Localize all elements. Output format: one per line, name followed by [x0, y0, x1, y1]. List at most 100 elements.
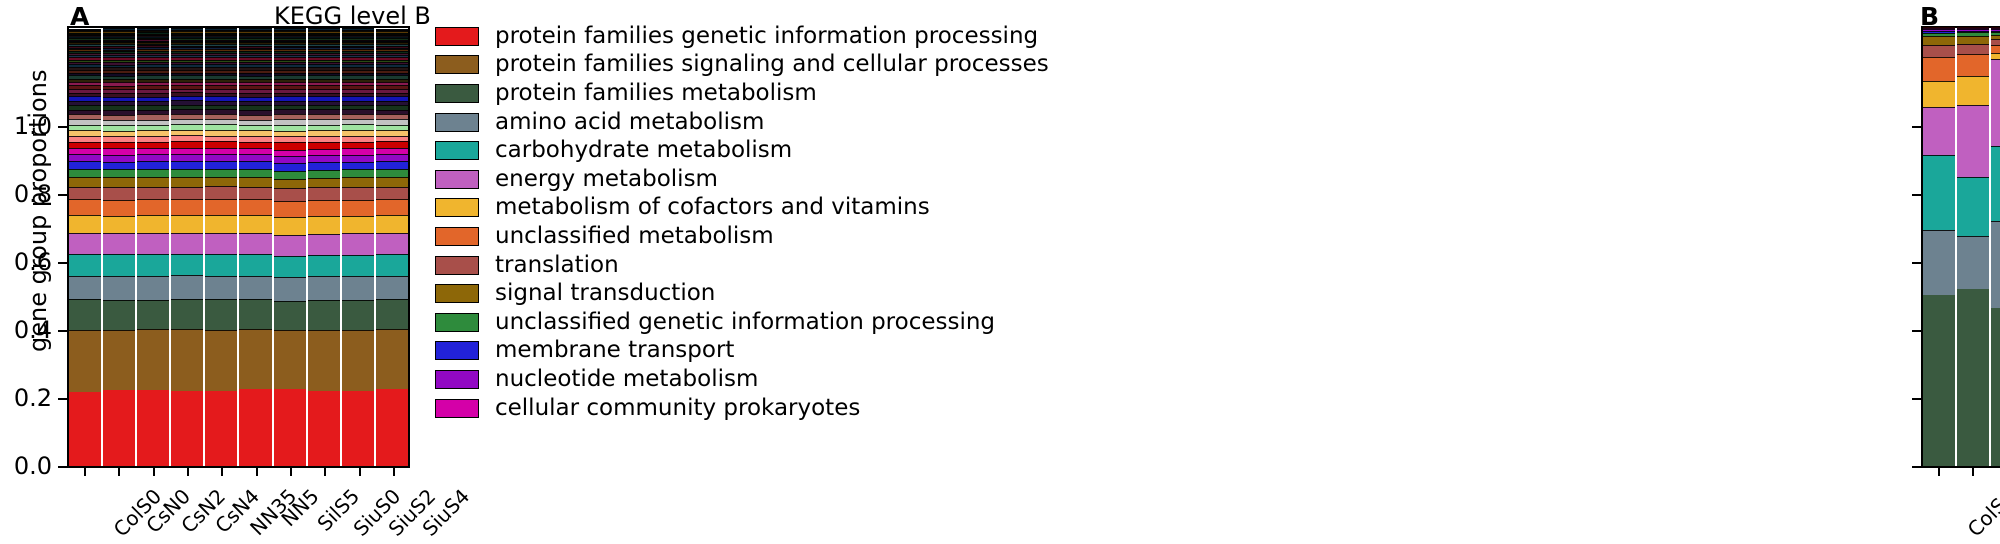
bar-segment: [205, 51, 238, 54]
bar-segment: [69, 42, 102, 44]
bar-segment: [171, 33, 204, 36]
legend-item[interactable]: protein families signaling and cellular …: [435, 51, 1049, 80]
bar-segment: [205, 232, 238, 255]
bar-segment: [1923, 295, 1956, 466]
bar-csn2[interactable]: [1991, 27, 2000, 466]
bar-segment: [69, 254, 102, 276]
bar-segment: [205, 59, 238, 62]
bar-sius4[interactable]: [375, 28, 408, 466]
bar-cols0[interactable]: [69, 28, 102, 466]
bar-segment: [137, 47, 170, 50]
bar-segment: [69, 32, 102, 35]
legend-item[interactable]: signal transduction: [435, 279, 1049, 308]
bar-segment: [375, 89, 408, 93]
bar-segment: [375, 36, 408, 39]
bar-segment: [239, 62, 272, 65]
bar-segment: [273, 64, 306, 68]
bar-segment: [375, 67, 408, 70]
bar-segment: [375, 28, 408, 30]
bar-csn0[interactable]: [103, 28, 136, 466]
panel-a-ytick-2: 0.4: [13, 316, 52, 344]
panel-b-ytick-mark-3: [1912, 262, 1921, 264]
bar-nn35[interactable]: [205, 28, 238, 466]
bar-segment: [205, 78, 238, 82]
bar-sius0[interactable]: [307, 28, 340, 466]
bar-segment: [103, 82, 136, 86]
panel-a-ytick-mark-0: [58, 466, 67, 468]
bar-segment: [69, 43, 102, 46]
bar-segment: [137, 215, 170, 233]
bar-segment: [375, 31, 408, 33]
bar-segment: [69, 154, 102, 162]
bar-nn5[interactable]: [239, 28, 272, 466]
legend-item[interactable]: unclassified metabolism: [435, 222, 1049, 251]
bar-csn2[interactable]: [137, 28, 170, 466]
bar-segment: [137, 54, 170, 58]
bar-segment: [341, 29, 374, 32]
bar-segment: [273, 178, 306, 189]
bar-csn4[interactable]: [171, 28, 204, 466]
bar-sius2[interactable]: [341, 28, 374, 466]
legend-item[interactable]: unclassified genetic information process…: [435, 308, 1049, 337]
bar-segment: [205, 114, 238, 120]
panel-b-ytick-mark-2: [1912, 330, 1921, 332]
bar-segment: [69, 392, 102, 466]
bar-segment: [103, 79, 136, 83]
bar-segment: [103, 34, 136, 36]
bar-segment: [205, 32, 238, 34]
bar-segment: [307, 104, 340, 110]
bar-segment: [1957, 32, 1990, 36]
legend-swatch-icon: [435, 141, 479, 161]
bar-segment: [171, 54, 204, 58]
legend-item[interactable]: membrane transport: [435, 337, 1049, 366]
bar-segment: [69, 34, 102, 36]
legend-swatch-icon: [435, 26, 479, 46]
bar-segment: [171, 72, 204, 76]
bar-segment: [273, 109, 306, 115]
bar-segment: [69, 215, 102, 233]
legend-item[interactable]: nucleotide metabolism: [435, 365, 1049, 394]
bar-segment: [341, 40, 374, 43]
legend-item[interactable]: energy metabolism: [435, 165, 1049, 194]
bar-cols0[interactable]: [1923, 27, 1956, 466]
bar-segment: [69, 119, 102, 125]
bar-segment: [307, 32, 340, 34]
bar-csn0[interactable]: [1957, 27, 1990, 466]
bar-segment: [205, 36, 238, 39]
bar-segment: [239, 36, 272, 39]
legend-label: membrane transport: [495, 337, 735, 364]
bar-segment: [239, 96, 272, 101]
bar-segment: [307, 88, 340, 93]
bar-segment: [341, 36, 374, 39]
legend-item[interactable]: protein families metabolism: [435, 79, 1049, 108]
bar-segment: [375, 130, 408, 136]
bar-segment: [69, 49, 102, 52]
bar-segment: [69, 45, 102, 48]
bar-segment: [375, 299, 408, 329]
bar-segment: [137, 72, 170, 76]
legend-swatch-icon: [435, 83, 479, 103]
legend-item[interactable]: cellular community prokaryotes: [435, 394, 1049, 423]
legend-item[interactable]: carbohydrate metabolism: [435, 136, 1049, 165]
bar-sils5[interactable]: [273, 28, 306, 466]
legend-swatch-icon: [435, 369, 479, 389]
legend-item[interactable]: metabolism of cofactors and vitamins: [435, 194, 1049, 223]
bar-segment: [273, 49, 306, 52]
bar-segment: [239, 105, 272, 110]
bar-segment: [137, 51, 170, 53]
panel-b-ytick-mark-1: [1912, 398, 1921, 400]
legend-item[interactable]: translation: [435, 251, 1049, 280]
legend-label: protein families genetic information pro…: [495, 22, 1039, 49]
bar-segment: [341, 61, 374, 65]
panel-a-ytick-mark-4: [58, 194, 67, 196]
bar-segment: [273, 28, 306, 30]
bar-segment: [103, 72, 136, 76]
bar-segment: [375, 92, 408, 97]
legend-item[interactable]: protein families genetic information pro…: [435, 22, 1049, 51]
legend-item[interactable]: amino acid metabolism: [435, 108, 1049, 137]
legend-label: metabolism of cofactors and vitamins: [495, 194, 930, 221]
bar-segment: [103, 36, 136, 39]
bar-segment: [375, 38, 408, 40]
bar-segment: [103, 130, 136, 137]
bar-segment: [341, 254, 374, 277]
